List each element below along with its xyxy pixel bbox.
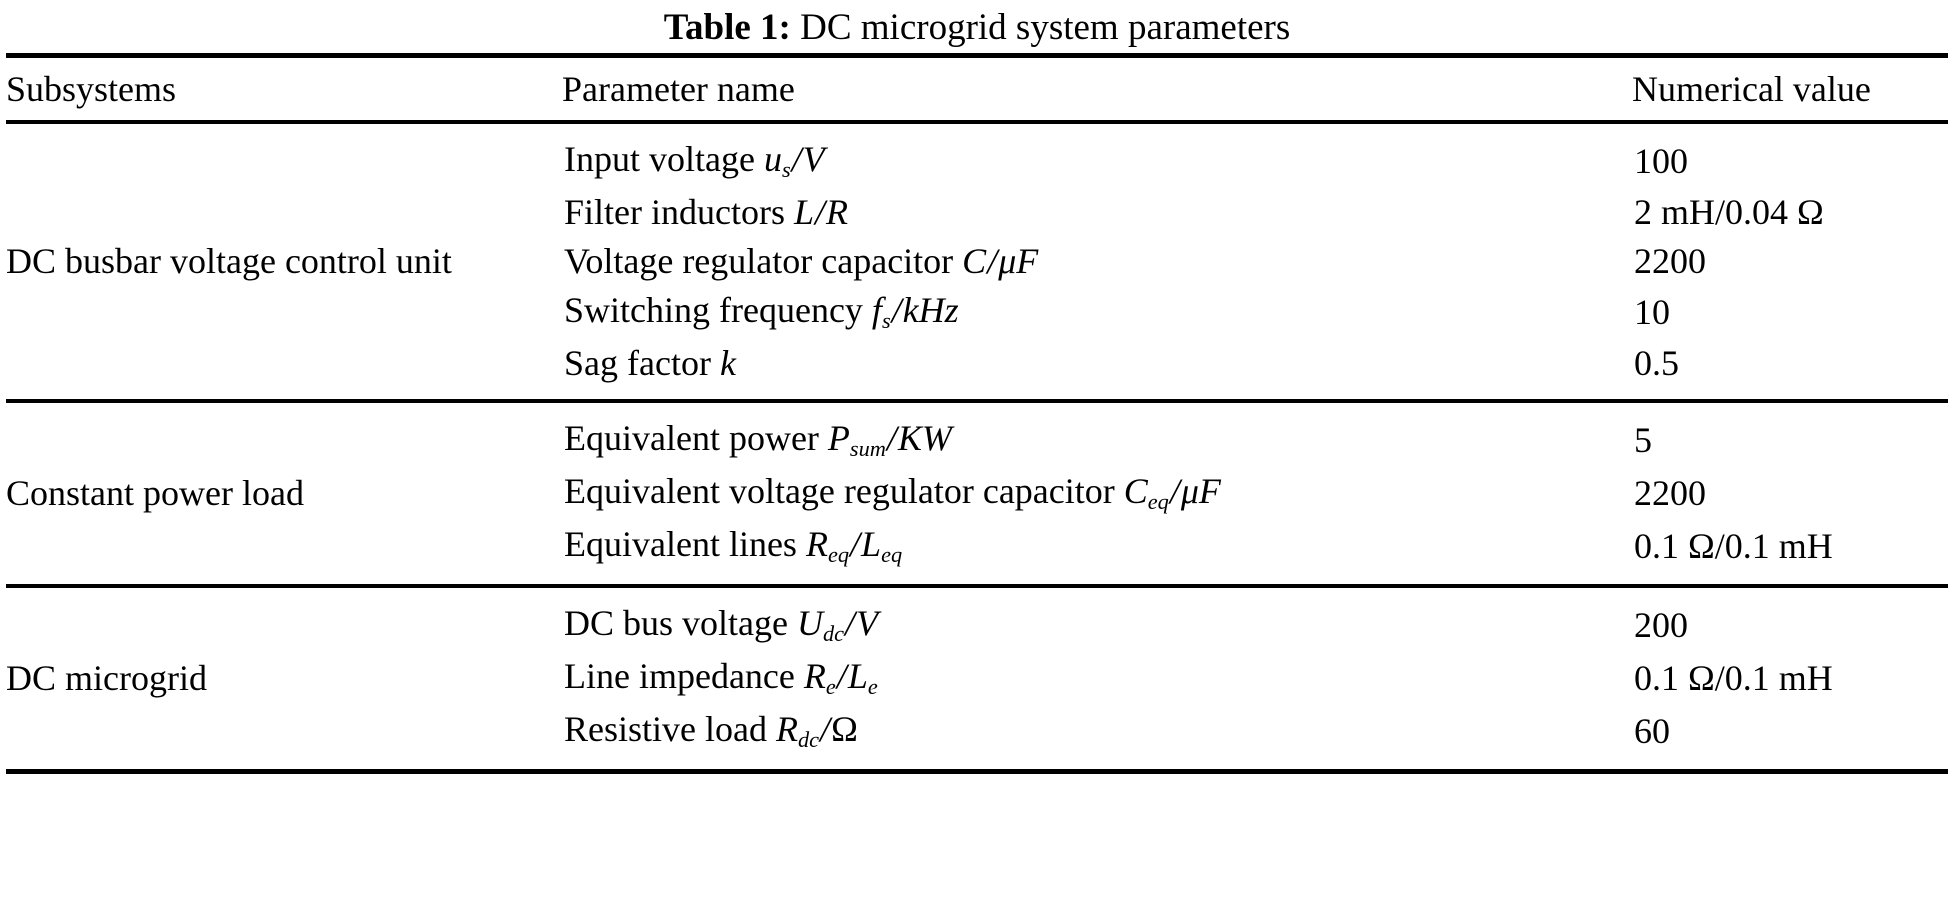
spacer [6,758,1948,772]
numerical-value-cell: 200 [1634,605,1688,645]
table-row: Constant power load Equivalent power Psum… [6,414,1948,513]
table-bottom-rule [6,769,1948,776]
column-header-subsystems: Subsystems [6,68,177,109]
table-row: Voltage regulator capacitor C/μF 2200 [6,237,1948,286]
numerical-value-cell: 10 [1634,292,1670,332]
numerical-value-cell: 0.1 Ω/0.1 mH [1634,658,1833,698]
table-row: Equivalent voltage regulator capacitor C… [6,467,1948,520]
parameter-name-cell: Filter inductors L/R [564,192,849,232]
group-bottom-spacer [6,388,1948,401]
spacer [6,388,1948,401]
subsystem-label: DC busbar voltage control unit [6,241,452,281]
table-header-row: Subsystems Parameter name Numerical value [6,58,1948,122]
group-bottom-spacer [6,758,1948,772]
parameter-name-cell: DC bus voltage Udc/V [564,603,879,647]
subsystem-label: DC microgrid [6,658,207,698]
numerical-value-cell: 0.5 [1634,343,1679,383]
spacer [6,124,1948,135]
parameter-name-cell: Sag factor k [564,343,736,383]
table-row: Equivalent lines Req/Leq 0.1 Ω/0.1 mH [6,520,1948,573]
parameter-name-cell: Voltage regulator capacitor C/μF [564,241,1039,281]
spacer [6,573,1948,586]
parameter-name-cell: Resistive load Rdc/Ω [564,709,858,753]
parameter-name-cell: Switching frequency fs/kHz [564,290,959,334]
parameter-name-cell: Equivalent voltage regulator capacitor C… [564,471,1221,515]
table-caption-text: DC microgrid system parameters [800,7,1291,48]
numerical-value-cell: 2200 [1634,241,1706,281]
numerical-value-cell: 2 mH/0.04 Ω [1634,192,1824,232]
table-row: DC busbar voltage control unit Input volt… [6,135,1948,281]
numerical-value-cell: 2200 [1634,473,1706,513]
rule-line [6,53,1948,60]
group-top-spacer [6,588,1948,599]
table-row: Sag factor k 0.5 [6,339,1948,388]
numerical-value-cell: 100 [1634,141,1688,181]
rule-line [6,769,1948,776]
table-row: Resistive load Rdc/Ω 60 [6,705,1948,758]
numerical-value-cell: 0.1 Ω/0.1 mH [1634,526,1833,566]
column-header-parameter-name: Parameter name [562,68,795,109]
table-row: Switching frequency fs/kHz 10 [6,286,1948,339]
spacer [6,588,1948,599]
parameter-name-cell: Input voltage us/V [564,139,825,183]
parameter-name-cell: Equivalent power Psum/KW [564,418,952,462]
subsystem-label: Constant power load [6,473,304,513]
parameter-name-cell: Line impedance Re/Le [564,656,878,700]
table-caption-label: Table 1: [663,7,791,48]
group-top-spacer [6,403,1948,414]
table-caption: Table 1: DC microgrid system parameters [6,0,1948,53]
group-top-spacer [6,124,1948,135]
spacer [6,403,1948,414]
table-row: Line impedance Re/Le 0.1 Ω/0.1 mH [6,652,1948,705]
table-top-rule [6,53,1948,60]
group-bottom-spacer [6,573,1948,586]
numerical-value-cell: 60 [1634,711,1670,751]
table-row: DC microgrid DC bus voltage Udc/V 200 [6,599,1948,698]
column-header-numerical-value: Numerical value [1632,68,1871,109]
table-row: Filter inductors L/R 2 mH/0.04 Ω [6,188,1948,237]
numerical-value-cell: 5 [1634,420,1652,460]
parameter-name-cell: Equivalent lines Req/Leq [564,524,903,568]
